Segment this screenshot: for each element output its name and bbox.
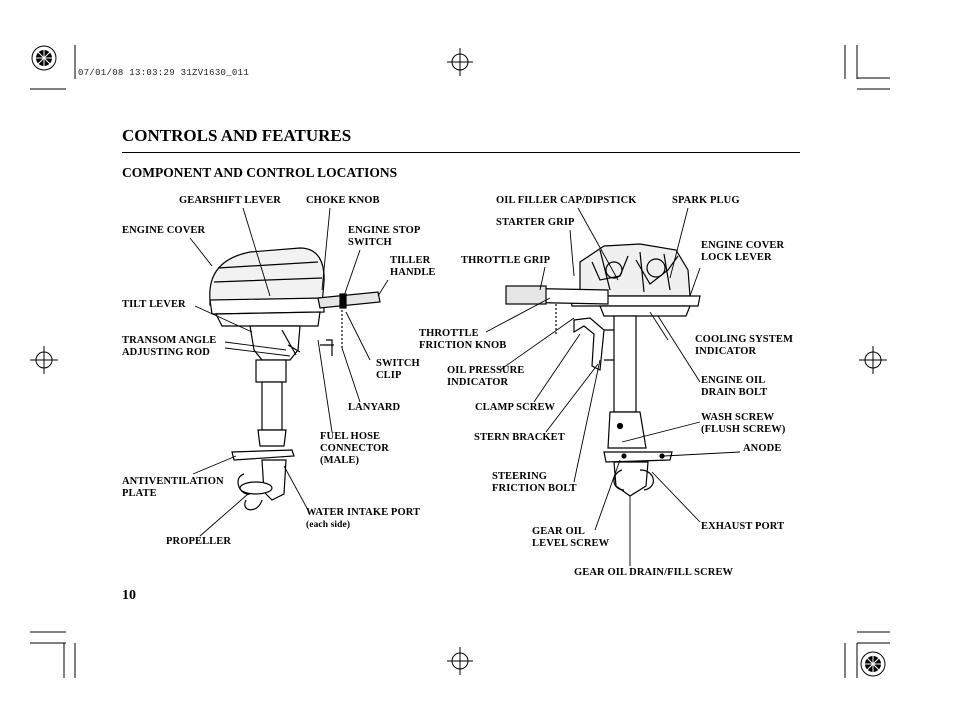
label-water-intake-port: WATER INTAKE PORT (each side) — [306, 507, 420, 531]
page-number: 10 — [122, 588, 136, 603]
label-tilt-lever: TILT LEVER — [122, 299, 186, 310]
label-line: LOCK LEVER — [701, 252, 772, 263]
label-line: WASH SCREW — [701, 412, 775, 423]
label-throttle-friction-knob: THROTTLE FRICTION KNOB — [419, 328, 506, 352]
label-switch-clip: SWITCH CLIP — [376, 358, 420, 382]
label-stern-bracket: STERN BRACKET — [474, 432, 565, 443]
label-tiller-handle: TILLER HANDLE — [390, 255, 436, 279]
label-transom-angle-adjusting-rod: TRANSOM ANGLE ADJUSTING ROD — [122, 335, 216, 359]
print-stamp: 07/01/08 13:03:29 31ZV1630_011 — [78, 68, 250, 78]
label-engine-oil-drain-bolt: ENGINE OIL DRAIN BOLT — [701, 375, 767, 399]
page-title: CONTROLS AND FEATURES — [122, 126, 352, 145]
label-line: STEERING — [492, 471, 548, 482]
label-line: (each side) — [306, 520, 351, 530]
label-line: INDICATOR — [447, 377, 509, 388]
label-gearshift-lever: GEARSHIFT LEVER — [179, 195, 281, 206]
label-line: THROTTLE — [419, 328, 479, 339]
label-line: HANDLE — [390, 267, 436, 278]
label-line: FRICTION BOLT — [492, 483, 577, 494]
label-line: COOLING SYSTEM — [695, 334, 793, 345]
section-subtitle: COMPONENT AND CONTROL LOCATIONS — [122, 165, 398, 180]
label-line: FUEL HOSE — [320, 431, 381, 442]
label-line: (MALE) — [320, 455, 360, 466]
label-engine-stop-switch: ENGINE STOP SWITCH — [348, 225, 420, 249]
label-line: LEVEL SCREW — [532, 538, 610, 549]
registration-targets — [30, 48, 887, 675]
label-cooling-system-indicator: COOLING SYSTEM INDICATOR — [695, 334, 793, 358]
leader-lines — [189, 207, 741, 566]
label-antiventilation-plate: ANTIVENTILATION PLATE — [122, 476, 224, 500]
left-engine-illustration — [209, 247, 381, 511]
label-starter-grip: STARTER GRIP — [496, 217, 575, 228]
label-spark-plug: SPARK PLUG — [672, 195, 740, 206]
label-oil-filler-cap: OIL FILLER CAP/DIPSTICK — [496, 195, 637, 206]
label-line: CLIP — [376, 370, 402, 381]
label-line: FRICTION KNOB — [419, 340, 507, 351]
label-anode: ANODE — [743, 443, 782, 454]
title-rule — [122, 152, 800, 153]
label-line: TRANSOM ANGLE — [122, 335, 217, 346]
label-engine-cover: ENGINE COVER — [122, 225, 206, 236]
label-gear-oil-drain-fill-screw: GEAR OIL DRAIN/FILL SCREW — [574, 567, 734, 578]
label-fuel-hose-connector: FUEL HOSE CONNECTOR (MALE) — [320, 431, 389, 467]
label-choke-knob: CHOKE KNOB — [306, 195, 380, 206]
label-line: ENGINE OIL — [701, 375, 766, 386]
label-oil-pressure-indicator: OIL PRESSURE INDICATOR — [447, 365, 524, 389]
right-engine-illustration — [505, 243, 701, 497]
label-line: ANTIVENTILATION — [122, 476, 224, 487]
label-line: TILLER — [390, 255, 431, 266]
label-line: SWITCH — [376, 358, 420, 369]
label-line: ENGINE COVER — [701, 240, 785, 251]
label-exhaust-port: EXHAUST PORT — [701, 521, 785, 532]
label-throttle-grip: THROTTLE GRIP — [461, 255, 551, 266]
label-line: SWITCH — [348, 237, 392, 248]
label-line: (FLUSH SCREW) — [701, 424, 786, 435]
label-line: OIL PRESSURE — [447, 365, 525, 376]
label-line: ADJUSTING ROD — [122, 347, 210, 358]
label-line: ENGINE STOP — [348, 225, 421, 236]
label-lanyard: LANYARD — [348, 402, 401, 413]
label-line: WATER INTAKE PORT — [306, 507, 421, 518]
label-line: INDICATOR — [695, 346, 757, 357]
label-line: DRAIN BOLT — [701, 387, 768, 398]
starburst-marks — [31, 45, 886, 677]
label-line: CONNECTOR — [320, 443, 389, 454]
label-line: GEAR OIL — [532, 526, 586, 537]
label-propeller: PROPELLER — [166, 536, 232, 547]
label-clamp-screw: CLAMP SCREW — [475, 402, 556, 413]
label-steering-friction-bolt: STEERING FRICTION BOLT — [492, 471, 577, 495]
label-engine-cover-lock-lever: ENGINE COVER LOCK LEVER — [701, 240, 784, 264]
label-line: PLATE — [122, 488, 157, 499]
label-gear-oil-level-screw: GEAR OIL LEVEL SCREW — [532, 526, 609, 550]
crop-marks — [30, 45, 890, 678]
label-wash-screw: WASH SCREW (FLUSH SCREW) — [701, 412, 785, 436]
